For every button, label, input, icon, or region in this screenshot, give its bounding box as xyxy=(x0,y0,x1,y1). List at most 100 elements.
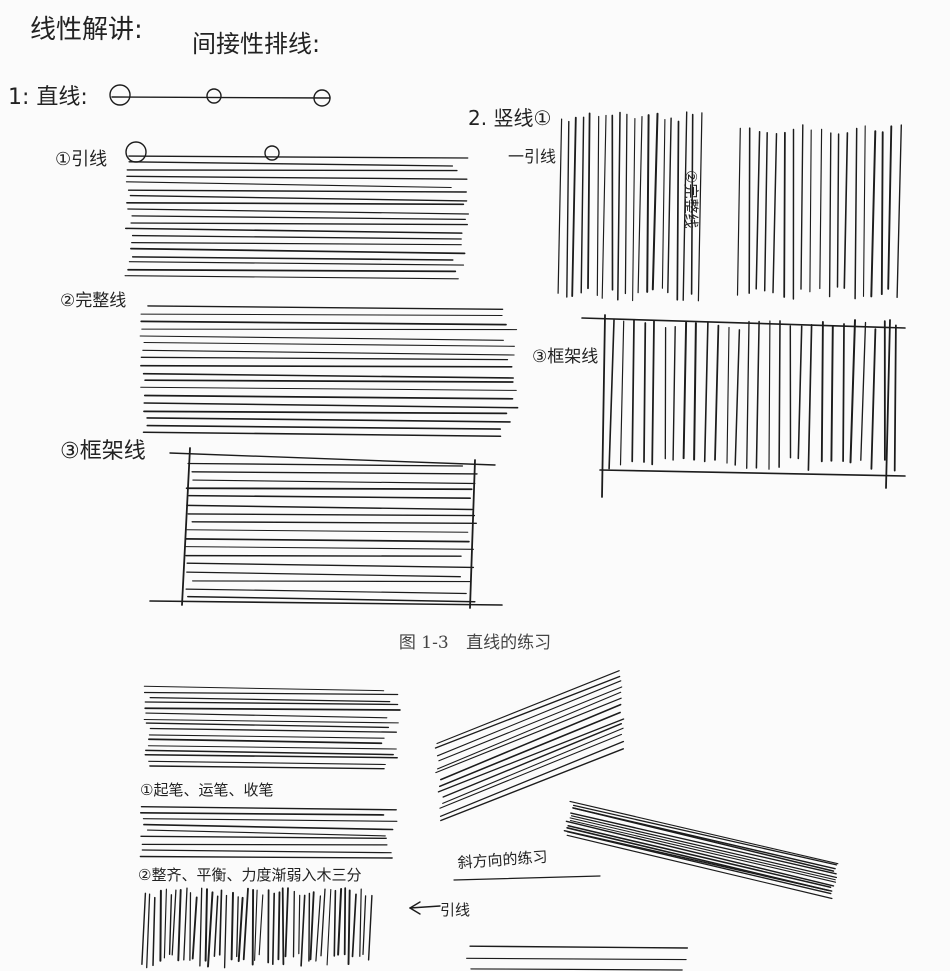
framed-line xyxy=(186,504,473,511)
full-line xyxy=(147,305,504,310)
lead-line xyxy=(128,155,469,159)
practice-vertical xyxy=(308,892,311,962)
vframe-right xyxy=(885,319,891,489)
practice-line-2 xyxy=(139,811,385,816)
practice-vertical xyxy=(230,891,234,961)
lead-line xyxy=(127,189,467,193)
practice-line xyxy=(143,718,399,724)
framed-line xyxy=(186,529,469,533)
vertical-lead-line xyxy=(580,116,585,294)
full-line xyxy=(140,364,513,368)
vertical-framed-line xyxy=(682,321,688,460)
diagonal-line xyxy=(437,691,622,770)
diagonal-line-2 xyxy=(570,815,838,879)
figure-title: 直线的练习 xyxy=(466,633,552,653)
practice-vertical xyxy=(254,889,258,961)
practice-vertical xyxy=(362,895,367,956)
vertical-full-line xyxy=(763,132,768,292)
lead-line xyxy=(127,208,469,215)
framed-line xyxy=(192,580,471,583)
figure-number: 图 1-3 xyxy=(398,633,449,653)
vertical-full-line xyxy=(862,125,866,297)
practice-line xyxy=(147,745,397,750)
practice-vertical xyxy=(223,894,228,969)
practice-vertical xyxy=(207,891,214,968)
diagonal-line-2 xyxy=(569,819,837,883)
vertical-framed-line xyxy=(768,320,771,470)
practice-line xyxy=(149,727,397,733)
framed-line xyxy=(187,462,464,467)
framed-line xyxy=(191,521,477,524)
practice-vertical xyxy=(277,891,281,961)
practice-line-2 xyxy=(140,835,387,839)
vertical-full-line xyxy=(843,132,849,289)
vertical-framed-line xyxy=(870,328,877,470)
diagonal-line-2 xyxy=(569,817,836,881)
full-line xyxy=(140,386,517,391)
diagonal-line xyxy=(439,711,621,788)
diagonal-line-2 xyxy=(572,807,835,872)
full-line xyxy=(142,372,514,379)
framed-line xyxy=(188,494,471,499)
vertical-framed-line xyxy=(860,321,867,461)
practice-line xyxy=(143,691,399,696)
lead-line xyxy=(130,247,466,255)
lead-line xyxy=(125,181,452,189)
vertical-lead-line xyxy=(566,120,570,298)
diagonal-line-2 xyxy=(570,812,837,875)
framed-line xyxy=(185,554,462,557)
practice-line xyxy=(145,712,388,719)
practice-line-2 xyxy=(143,823,394,831)
diagonal-line-2 xyxy=(566,831,832,895)
framed-line xyxy=(191,471,478,475)
framed-line xyxy=(185,487,473,491)
full-line xyxy=(146,424,502,430)
full-line xyxy=(142,431,502,437)
practice-vertical xyxy=(168,894,173,956)
practice-vertical xyxy=(271,892,276,966)
vertical-lead-line xyxy=(676,120,680,301)
full-line xyxy=(146,417,511,423)
lead-line xyxy=(129,194,468,202)
section2-item3: ③框架线 xyxy=(532,347,598,367)
bottom-note2: ②整齐、平衡、力度渐弱入木三分 xyxy=(138,866,361,884)
guide-circle-start xyxy=(109,84,131,106)
diagonal-line-2 xyxy=(567,825,832,889)
vertical-full-line xyxy=(870,130,877,298)
practice-vertical xyxy=(191,896,198,960)
guide-circle-item1 xyxy=(125,141,147,163)
vertical-framed-line xyxy=(755,320,760,469)
practice-line-2 xyxy=(139,855,393,859)
diagonal-line-2 xyxy=(569,800,839,865)
vertical-framed-line xyxy=(820,320,824,463)
item1-label: ①引线 xyxy=(55,149,107,170)
frame-top xyxy=(169,452,496,466)
vertical-full-line xyxy=(854,127,858,300)
practice-line xyxy=(145,722,390,729)
framed-line xyxy=(184,538,470,543)
practice-vertical xyxy=(159,889,162,962)
bottom-note3: 斜方向的练习 xyxy=(457,848,548,872)
practice-vertical xyxy=(204,888,208,962)
figure-caption: 图 1-3 直线的练习 xyxy=(0,628,950,653)
practice-vertical xyxy=(242,887,249,961)
lead-line xyxy=(126,175,468,180)
vertical-lead-line xyxy=(637,116,643,294)
vertical-framed-line xyxy=(651,320,655,466)
vframe-left xyxy=(601,314,606,498)
practice-vertical xyxy=(218,889,223,956)
practice-line xyxy=(145,749,394,756)
vertical-full-line xyxy=(880,131,884,296)
diagonal-line xyxy=(434,675,621,749)
practice-vertical xyxy=(315,895,322,962)
framed-line xyxy=(185,546,475,550)
arrow-stroke xyxy=(409,905,441,909)
framed-line xyxy=(186,562,475,569)
full-line xyxy=(143,341,515,347)
vertical-lead-line xyxy=(624,113,628,295)
diagonal-line-2 xyxy=(565,820,835,887)
practice-vertical xyxy=(177,889,182,962)
practice-line-3 xyxy=(469,945,689,949)
lead-line xyxy=(128,261,465,266)
